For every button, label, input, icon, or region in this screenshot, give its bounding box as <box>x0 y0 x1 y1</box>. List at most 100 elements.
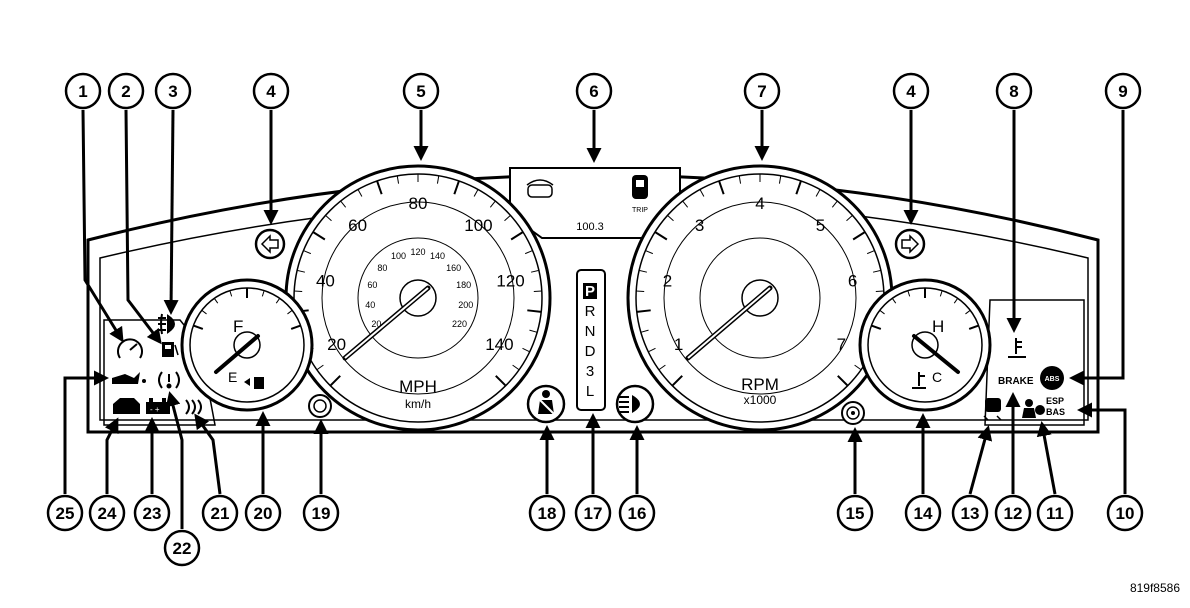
gauge-tick <box>504 215 511 222</box>
gauge-tick <box>453 180 460 195</box>
mph-tick-label: 80 <box>409 194 428 213</box>
cruise-icon <box>117 338 143 359</box>
rpm-sub-unit: x1000 <box>744 393 777 407</box>
gauge-tick <box>340 200 347 208</box>
gauge-tick <box>473 189 479 197</box>
seatbelt-icon <box>526 384 566 424</box>
callout-14: 14 <box>904 494 942 532</box>
gauge-tick <box>778 175 782 184</box>
gauge-tick <box>527 309 542 313</box>
gauge-tick <box>891 298 897 304</box>
callout-number: 16 <box>628 504 647 523</box>
callout-number: 2 <box>121 82 130 101</box>
callout-number: 12 <box>1004 504 1023 523</box>
callout-number: 23 <box>143 504 162 523</box>
brake-label: BRAKE <box>998 376 1034 387</box>
gauge-tick <box>866 250 875 255</box>
gauge-tick <box>275 298 281 304</box>
callout-12: 12 <box>994 494 1032 532</box>
callout-number: 8 <box>1009 82 1018 101</box>
callout-6: 6 <box>575 72 613 110</box>
callout-number: 9 <box>1118 82 1127 101</box>
abs-icon: ABS <box>1040 366 1064 390</box>
mph-tick-label: 120 <box>496 272 524 291</box>
gauge-tick <box>325 215 332 222</box>
gauge-tick <box>229 290 233 297</box>
callout-16: 16 <box>618 494 656 532</box>
callout-1: 1 <box>64 72 102 110</box>
callout-number: 10 <box>1116 504 1135 523</box>
gauge-tick <box>316 364 324 371</box>
callout-21: 21 <box>201 494 239 532</box>
gauge-tick <box>738 175 742 184</box>
gauge-tick <box>699 189 705 197</box>
callout-19: 19 <box>302 494 340 532</box>
gauge-tick <box>510 231 524 241</box>
gauge-tick <box>682 200 689 208</box>
callout-15: 15 <box>836 494 874 532</box>
battery-icon: - + <box>146 398 170 414</box>
callout-number: 14 <box>914 504 933 523</box>
gauge-tick <box>667 215 674 222</box>
rpm-tick-label: 7 <box>837 335 846 354</box>
callout-number: 22 <box>173 539 192 558</box>
bas-label: BAS <box>1046 407 1065 417</box>
callout-number: 20 <box>254 504 273 523</box>
callout-2: 2 <box>107 72 145 110</box>
callout-17: 17 <box>574 494 612 532</box>
callout-9: 9 <box>1104 72 1142 110</box>
kmh-tick-label: 20 <box>371 319 381 329</box>
callout-8: 8 <box>995 72 1033 110</box>
rpm-tick-label: 1 <box>674 335 683 354</box>
gauge-tick <box>522 347 530 353</box>
mph-tick-label: 40 <box>316 272 335 291</box>
washer-fluid-icon <box>526 179 554 198</box>
kmh-tick-label: 60 <box>367 280 377 290</box>
gear-letter: D <box>585 343 596 360</box>
svg-text:- +: - + <box>150 405 160 414</box>
gear-letter: L <box>586 383 594 400</box>
callout-25: 25 <box>46 494 84 532</box>
headlight-icon <box>615 384 655 424</box>
gauge-tick <box>524 250 533 255</box>
tire-pressure-icon <box>158 371 180 389</box>
mph-tick-label: 60 <box>348 216 367 235</box>
callout-10: 10 <box>1106 494 1144 532</box>
callout-number: 21 <box>211 504 230 523</box>
speed-sub-unit: km/h <box>405 397 431 411</box>
fuel-pump-icon <box>244 377 264 389</box>
gear-letter: 3 <box>586 363 594 380</box>
callout-18: 18 <box>528 494 566 532</box>
turn-right-arrow-icon <box>894 228 926 260</box>
callout-13: 13 <box>951 494 989 532</box>
gauge-tick <box>213 298 219 304</box>
gauge-tick <box>638 269 648 273</box>
kmh-tick-label: 80 <box>377 263 387 273</box>
gear-letter: P <box>585 283 595 300</box>
callout-leader <box>104 417 119 494</box>
gauge-tick <box>357 189 363 197</box>
callout-20: 20 <box>244 494 282 532</box>
kmh-tick-label: 160 <box>446 263 461 273</box>
gauge-tick <box>939 290 943 297</box>
gauge-tick <box>671 375 683 387</box>
gauge-tick <box>846 215 853 222</box>
trip-reset-button-left <box>308 394 332 418</box>
fuel-empty-label: E <box>228 369 237 385</box>
fog-light-icon <box>158 313 175 335</box>
gauge-tick <box>968 324 979 330</box>
gauge-tick <box>436 175 440 184</box>
callout-leader <box>81 109 124 343</box>
gauge-tick <box>645 250 654 255</box>
gauge-tick <box>530 269 540 273</box>
callout-leader <box>1036 421 1057 495</box>
callout-leader <box>165 391 184 529</box>
callout-number: 19 <box>312 504 331 523</box>
callout-number: 7 <box>757 82 766 101</box>
callout-number: 4 <box>266 82 276 101</box>
